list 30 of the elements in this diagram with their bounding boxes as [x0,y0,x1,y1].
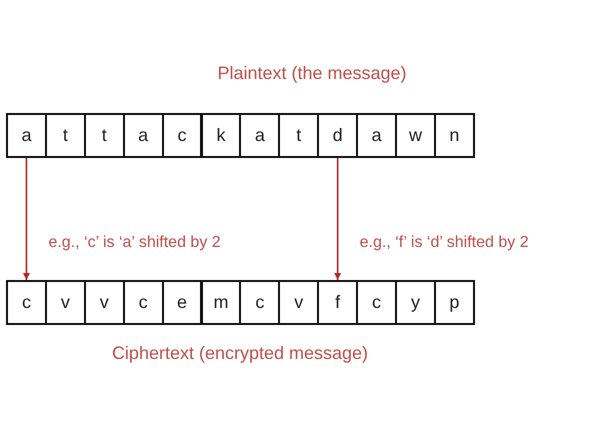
edge-label: e.g., ‘f’ is ‘d’ shifted by 2 [360,234,529,252]
letter-cell: v [44,280,86,325]
letter-cell: t [278,113,320,158]
arrow [334,158,342,280]
letter-cell: t [84,113,125,158]
letter-cell: k [200,113,242,158]
letter-cell: w [395,113,436,158]
letter-cell: a [6,113,47,158]
letter-cell: e [162,280,202,325]
letter-cell: d [317,113,358,158]
letter-cell: v [84,280,125,325]
letter-cell: c [6,280,47,325]
letter-cell: c [239,280,280,325]
row-heading: Ciphertext (encrypted message) [112,343,368,364]
arrow [22,158,30,280]
letter-cell: m [200,280,242,325]
letter-cell: c [122,280,164,325]
letter-cell: c [356,280,397,325]
letter-cell: y [395,280,436,325]
row-heading: Plaintext (the message) [217,63,407,84]
letter-cell: a [122,113,164,158]
letter-cell: p [434,280,475,325]
edge-label: e.g., ‘c’ is ‘a’ shifted by 2 [48,234,221,252]
letter-cell: a [239,113,280,158]
letter-cell: t [44,113,86,158]
letter-cell: c [162,113,202,158]
letter-cell: n [434,113,475,158]
letter-cell: a [356,113,397,158]
letter-cell: f [317,280,358,325]
letter-cell: v [278,280,320,325]
